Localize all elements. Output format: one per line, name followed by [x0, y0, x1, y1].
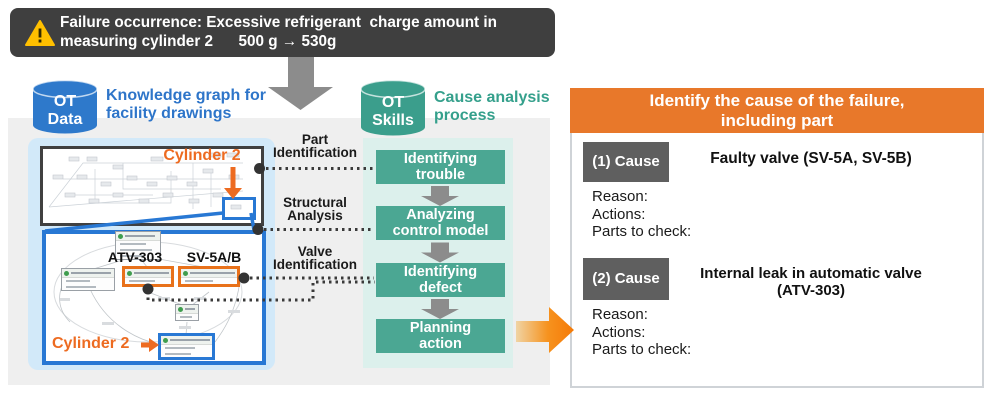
- ot-skills-caption-line2: process: [434, 107, 496, 124]
- database-icon: [360, 79, 426, 136]
- database-icon: [32, 79, 98, 134]
- failure-banner-line2: measuring cylinder 2 500 g → 530g: [60, 32, 337, 50]
- flow-down-arrow-icon: [268, 57, 333, 110]
- failure-banner-text: Failure occurrence: Excessive refrigeran…: [60, 14, 560, 51]
- cause-2-reason-label: Reason:: [592, 306, 648, 323]
- failure-banner-line1: Failure occurrence: Excessive refrigeran…: [60, 14, 497, 31]
- graph-node-software: [115, 231, 161, 260]
- graph-node-piping: [175, 304, 199, 321]
- cause-2-badge: (2) Cause: [583, 258, 669, 300]
- cause-2-fields: Reason: Actions: Parts to check:: [592, 306, 691, 359]
- cause-1-reason-label: Reason:: [592, 188, 648, 205]
- note-line: Identification: [273, 257, 357, 272]
- ot-data-cylinder: OT Data: [30, 78, 100, 136]
- step-line: trouble: [415, 167, 466, 183]
- cylinder2-overview-callout: Cylinder 2: [163, 147, 241, 164]
- ot-skills-label-line1: OT: [381, 94, 405, 111]
- ot-data-label-line2: Data: [47, 111, 83, 128]
- note-line: Analysis: [287, 208, 343, 223]
- cause-2-parts-label: Parts to check:: [592, 341, 692, 358]
- facility-drawing-sketch: [48, 152, 244, 210]
- ot-data-caption: Knowledge graph for facility drawings: [106, 87, 266, 123]
- graph-node-solenoid-valve: [178, 266, 240, 287]
- result-panel-title: Identify the cause of the failure, inclu…: [570, 88, 984, 133]
- node-icon: [127, 270, 132, 276]
- failure-banner: Failure occurrence: Excessive refrigeran…: [10, 8, 555, 57]
- ot-data-caption-line2: facility drawings: [106, 105, 232, 122]
- node-icon: [178, 306, 183, 312]
- result-title-line1: Identify the cause of the failure,: [649, 90, 905, 110]
- step-line: control model: [392, 223, 489, 239]
- graph-node-atv-valve: [122, 266, 174, 287]
- node-icon: [183, 270, 188, 276]
- ot-skills-label-line2: Skills: [372, 112, 414, 129]
- cause-1-badge: (1) Cause: [583, 142, 669, 182]
- result-title-line2: including part: [720, 110, 834, 130]
- cause-1-fields: Reason: Actions: Parts to check:: [592, 188, 691, 241]
- note-line: Part: [301, 132, 329, 147]
- graph-node-pressure-switch: [61, 268, 115, 291]
- step-line: Planning: [409, 320, 472, 336]
- atv-303-label: ATV-303: [107, 249, 163, 265]
- ot-skills-caption: Cause analysis process: [434, 89, 550, 125]
- step-box-analyzing-control-model: Analyzing control model: [376, 206, 505, 240]
- node-icon: [64, 270, 69, 276]
- ot-skills-cylinder: OT Skills: [358, 78, 428, 138]
- cause-2-actions-label: Actions:: [592, 323, 646, 341]
- sv-5ab-label: SV-5A/B: [186, 249, 242, 265]
- step-box-planning-action: Planning action: [376, 319, 505, 353]
- step-box-identifying-trouble: Identifying trouble: [376, 150, 505, 184]
- step-note-part-identification: Part Identification: [260, 132, 370, 160]
- note-line: Valve: [297, 244, 333, 259]
- cause-2-title-line2: (ATV-303): [776, 281, 846, 299]
- step-note-valve-identification: Valve Identification: [260, 244, 370, 272]
- cause-1-title: Faulty valve (SV-5A, SV-5B): [710, 150, 912, 167]
- ot-data-caption-line1: Knowledge graph for: [106, 87, 266, 104]
- note-line: Identification: [273, 145, 357, 160]
- node-icon: [118, 233, 123, 239]
- warning-icon: [25, 20, 55, 46]
- cause-2-title-line1: Internal leak in automatic valve: [700, 265, 922, 282]
- step-box-identifying-defect: Identifying defect: [376, 263, 505, 297]
- node-icon: [163, 337, 168, 343]
- drawing-zoom-region-box: [222, 197, 256, 220]
- ot-skills-caption-line1: Cause analysis: [434, 89, 550, 106]
- step-note-structural-analysis: Structural Analysis: [260, 195, 370, 223]
- note-line: Structural: [283, 195, 347, 210]
- cause-2-title: Internal leak in automatic valve (ATV-30…: [676, 265, 946, 299]
- graph-node-cylinder2: [158, 333, 215, 360]
- cause-1-parts-label: Parts to check:: [592, 223, 692, 240]
- cylinder2-detail-callout: Cylinder 2: [52, 335, 130, 352]
- step-line: Identifying: [403, 264, 478, 280]
- step-line: defect: [419, 280, 462, 296]
- step-line: Analyzing: [406, 207, 475, 223]
- step-line: action: [419, 336, 462, 352]
- cause-1-actions-label: Actions:: [592, 205, 646, 223]
- step-line: Identifying: [403, 151, 478, 167]
- ot-data-label-line1: OT: [53, 93, 77, 110]
